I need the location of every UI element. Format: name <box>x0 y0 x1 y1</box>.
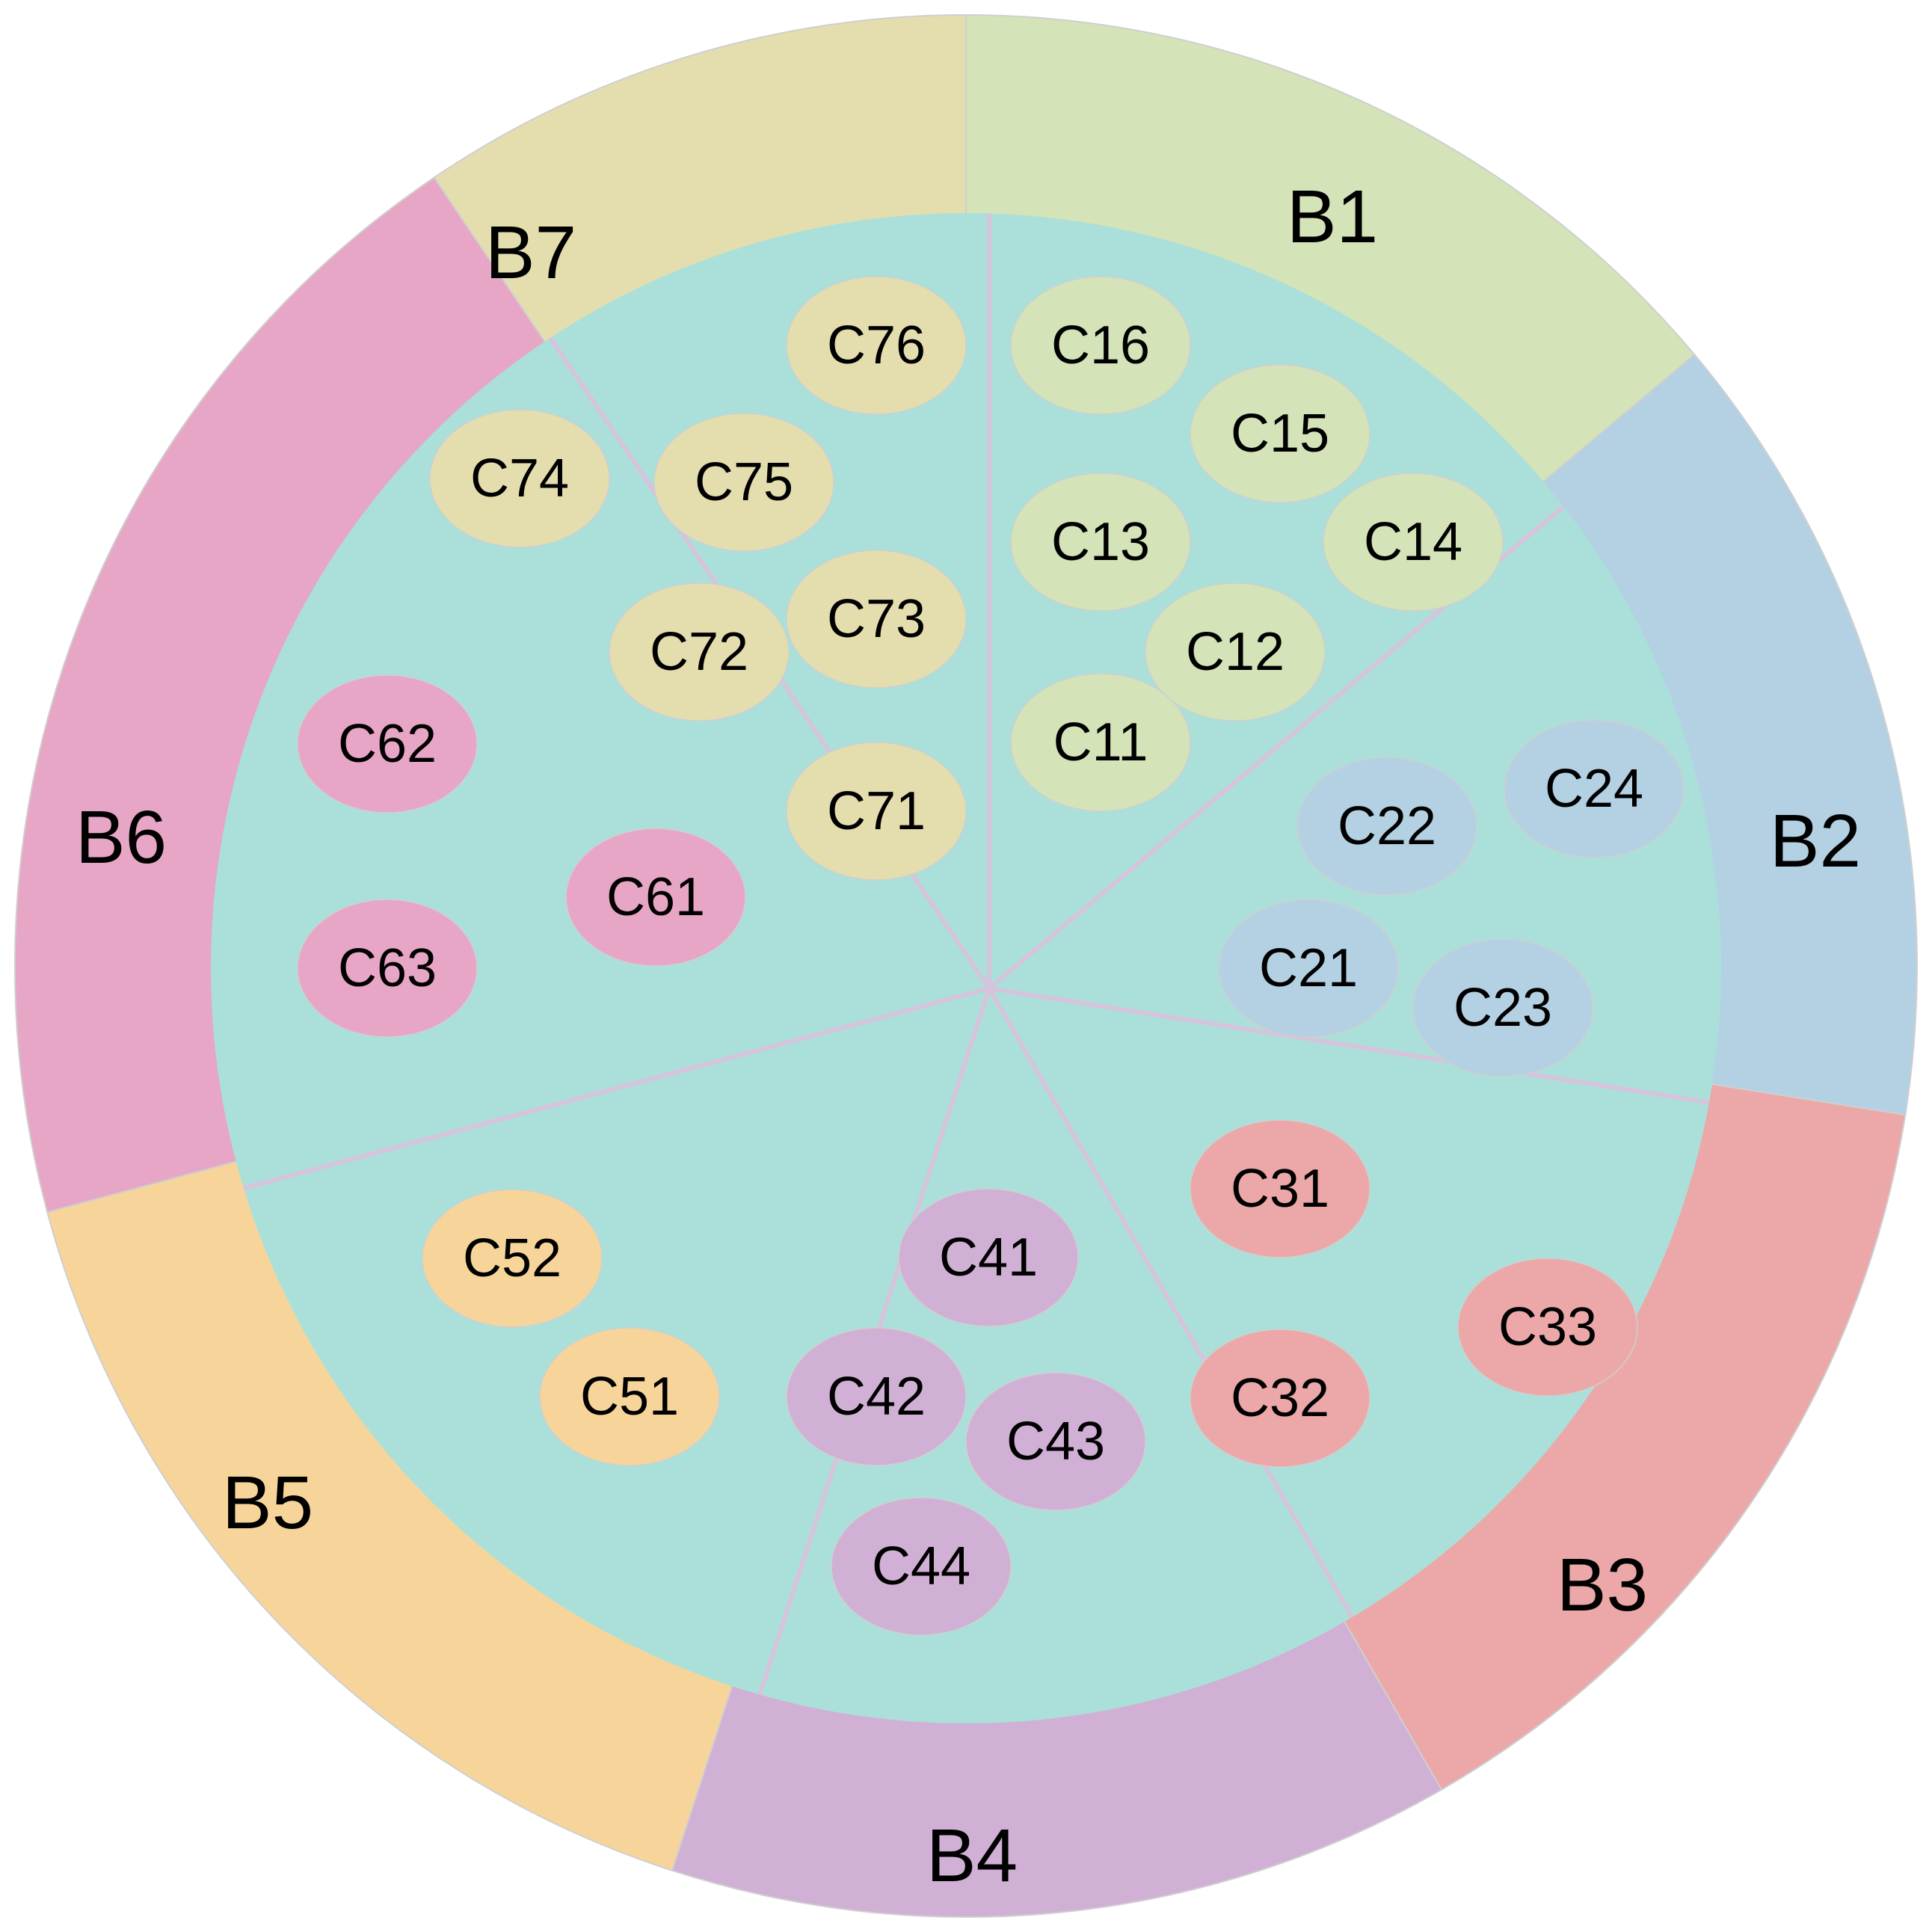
node-c51: C51 <box>539 1327 720 1466</box>
node-label: C52 <box>463 1228 562 1288</box>
node-ellipse <box>653 413 834 552</box>
node-c11: C11 <box>1010 673 1191 812</box>
node-label: C13 <box>1051 512 1150 572</box>
sector-label-b2: B2 <box>1770 799 1861 883</box>
node-c43: C43 <box>965 1372 1146 1511</box>
sector-label-b5: B5 <box>222 1461 313 1545</box>
node-label: C14 <box>1364 512 1462 572</box>
node-ellipse <box>786 550 967 689</box>
node-c12: C12 <box>1145 582 1326 722</box>
divider-line <box>243 986 990 1191</box>
sector-label-b6: B6 <box>76 796 167 879</box>
node-label: C76 <box>827 316 926 375</box>
node-c14: C14 <box>1323 473 1504 612</box>
node-ellipse <box>786 1327 967 1466</box>
node-ellipse <box>1010 673 1191 812</box>
node-c32: C32 <box>1190 1329 1370 1468</box>
node-ellipse <box>1145 582 1326 722</box>
node-ellipse <box>786 276 967 415</box>
sector-label-b4: B4 <box>926 1814 1018 1898</box>
node-c71: C71 <box>786 742 967 881</box>
node-ellipse <box>565 828 746 967</box>
divider-line <box>988 986 1710 1105</box>
node-label: C42 <box>827 1367 926 1427</box>
node-c52: C52 <box>422 1189 603 1328</box>
node-label: C16 <box>1051 316 1150 375</box>
node-ellipse <box>429 409 610 548</box>
node-c76: C76 <box>786 276 967 415</box>
node-c63: C63 <box>297 899 478 1038</box>
node-ellipse <box>1190 364 1370 503</box>
node-c33: C33 <box>1457 1258 1638 1397</box>
node-c24: C24 <box>1504 719 1685 858</box>
node-label: C72 <box>650 622 748 682</box>
node-label: C73 <box>827 589 926 649</box>
node-c61: C61 <box>565 828 746 967</box>
node-ellipse <box>609 582 790 722</box>
node-ellipse <box>898 1188 1079 1327</box>
node-ellipse <box>786 742 967 881</box>
node-label: C51 <box>580 1367 679 1427</box>
node-label: C61 <box>606 867 705 927</box>
node-label: C24 <box>1545 759 1643 819</box>
node-c72: C72 <box>609 582 790 722</box>
node-c22: C22 <box>1296 757 1477 896</box>
node-label: C23 <box>1453 978 1552 1038</box>
node-c15: C15 <box>1190 364 1370 503</box>
node-label: C32 <box>1231 1368 1329 1428</box>
node-label: C75 <box>695 452 793 512</box>
node-ellipse <box>965 1372 1146 1511</box>
node-label: C22 <box>1338 796 1436 856</box>
node-label: C12 <box>1186 622 1285 682</box>
node-label: C74 <box>470 449 569 508</box>
node-ellipse <box>1190 1119 1370 1258</box>
node-label: C11 <box>1053 713 1148 772</box>
node-label: C15 <box>1231 404 1329 464</box>
node-label: C71 <box>827 781 926 841</box>
node-label: C21 <box>1259 938 1358 998</box>
node-c16: C16 <box>1010 276 1191 415</box>
node-ellipse <box>1457 1258 1638 1397</box>
node-label: C44 <box>872 1536 970 1596</box>
sector-label-b3: B3 <box>1557 1543 1648 1627</box>
node-c41: C41 <box>898 1188 1079 1327</box>
node-c42: C42 <box>786 1327 967 1466</box>
node-label: C62 <box>338 714 437 774</box>
node-c75: C75 <box>653 413 834 552</box>
node-ellipse <box>1010 276 1191 415</box>
node-ellipse <box>1010 473 1191 612</box>
node-ellipse <box>297 899 478 1038</box>
node-ellipse <box>1412 938 1593 1077</box>
node-ellipse <box>1190 1329 1370 1468</box>
node-label: C41 <box>939 1228 1038 1288</box>
node-ellipse <box>539 1327 720 1466</box>
node-label: C33 <box>1498 1297 1597 1357</box>
sector-label-b7: B7 <box>485 211 576 295</box>
node-c62: C62 <box>297 674 478 813</box>
node-label: C43 <box>1006 1412 1105 1471</box>
node-c23: C23 <box>1412 938 1593 1077</box>
node-c31: C31 <box>1190 1119 1370 1258</box>
node-ellipse <box>1323 473 1504 612</box>
node-ellipse <box>1504 719 1685 858</box>
sector-label-b1: B1 <box>1287 175 1378 259</box>
node-ellipse <box>297 674 478 813</box>
node-c21: C21 <box>1218 899 1399 1038</box>
node-ellipse <box>831 1497 1012 1636</box>
node-c74: C74 <box>429 409 610 548</box>
node-c73: C73 <box>786 550 967 689</box>
node-c44: C44 <box>831 1497 1012 1636</box>
node-ellipse <box>1296 757 1477 896</box>
node-ellipse <box>1218 899 1399 1038</box>
node-ellipse <box>422 1189 603 1328</box>
node-label: C31 <box>1231 1159 1329 1219</box>
node-c13: C13 <box>1010 473 1191 612</box>
node-label: C63 <box>338 938 437 998</box>
divider-line <box>987 987 1355 1619</box>
